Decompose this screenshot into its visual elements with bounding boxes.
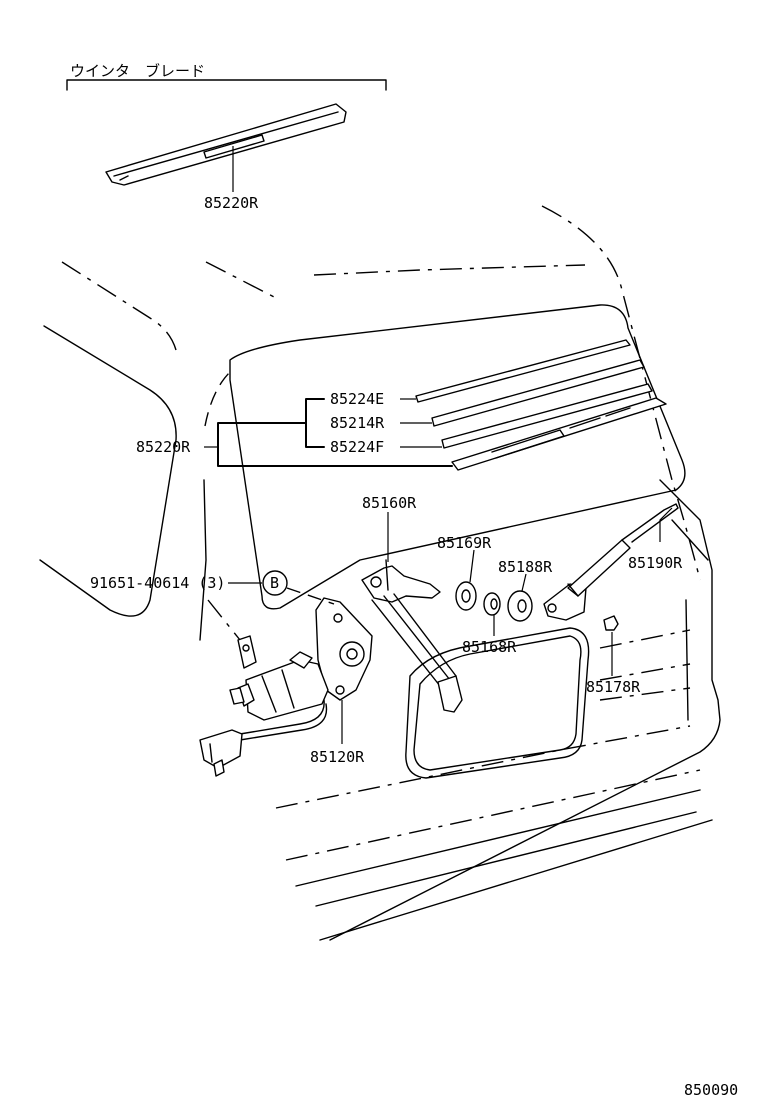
callout-85160r[interactable]: 85160R [362,494,417,512]
pivot-drawing [361,559,463,713]
callout-bolt[interactable]: 91651-40614 (3) [90,574,225,592]
callout-85224f[interactable]: 85224F [330,438,384,456]
diagram-id: 850090 [684,1081,738,1099]
callout-85120r[interactable]: 85120R [310,748,365,766]
callout-85190r[interactable]: 85190R [628,554,683,572]
callout-85169r[interactable]: 85169R [437,534,492,552]
nozzle-drawing [603,615,619,631]
bushing-169-drawing [455,581,477,611]
blade-top-drawing [105,103,347,186]
vehicle-body [39,205,721,941]
blade-assy-bracket [217,422,453,467]
reference-b-circle [262,570,288,596]
cap-188-drawing [507,590,533,622]
callout-85178r[interactable]: 85178R [586,678,641,696]
arm-drawing [543,503,679,621]
callout-85214r[interactable]: 85214R [330,414,385,432]
washer-168-drawing [483,592,501,616]
callout-85224e[interactable]: 85224E [330,390,384,408]
header-bracket [66,79,387,91]
callout-85220r-assy[interactable]: 85220R [136,438,191,456]
refill-bracket [305,398,325,448]
callout-85168r[interactable]: 85168R [462,638,517,656]
motor-drawing [199,597,373,777]
header-title: ウインタ ブレード [70,62,205,80]
callout-85188r[interactable]: 85188R [498,558,553,576]
reference-b-label: B [270,574,279,592]
callout-85220r-top[interactable]: 85220R [204,194,259,212]
refill-strips [415,339,667,471]
